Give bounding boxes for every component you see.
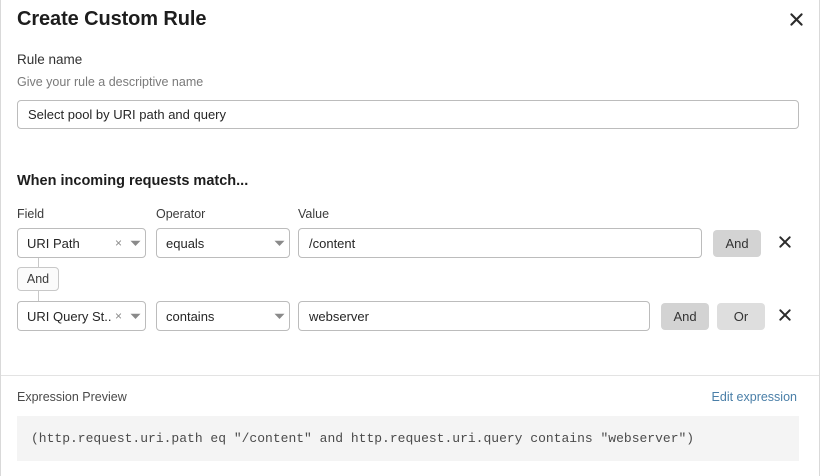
operator-select-1[interactable]: equals <box>156 228 290 258</box>
rule-name-label: Rule name <box>17 52 83 67</box>
delete-condition-button-2[interactable] <box>772 303 798 329</box>
close-dialog-button[interactable] <box>783 6 809 32</box>
clear-icon[interactable]: × <box>114 309 122 323</box>
connector-and-badge[interactable]: And <box>17 267 59 291</box>
chevron-down-icon[interactable] <box>269 240 289 247</box>
field-select-1-value: URI Path <box>27 235 80 251</box>
field-select-1[interactable]: URI Path × <box>17 228 146 258</box>
chevron-down-icon[interactable] <box>125 313 145 320</box>
close-icon <box>778 308 792 325</box>
section-divider <box>1 375 819 376</box>
rule-name-input[interactable] <box>17 100 799 129</box>
column-label-operator: Operator <box>156 207 206 221</box>
condition-row: URI Query St... × contains And Or <box>1 301 819 331</box>
chevron-down-icon[interactable] <box>125 240 145 247</box>
expression-preview-code: (http.request.uri.path eq "/content" and… <box>17 416 799 461</box>
operator-select-2[interactable]: contains <box>156 301 290 331</box>
condition-row: URI Path × equals And <box>1 228 819 258</box>
delete-condition-button-1[interactable] <box>772 230 798 256</box>
operator-select-2-value: contains <box>166 308 215 324</box>
value-input-1[interactable] <box>298 228 702 258</box>
page-title: Create Custom Rule <box>17 8 207 30</box>
and-button-1[interactable]: And <box>713 230 761 257</box>
clear-icon[interactable]: × <box>114 236 122 250</box>
chevron-down-icon[interactable] <box>269 313 289 320</box>
expression-preview-label: Expression Preview <box>17 390 127 404</box>
operator-select-1-value: equals <box>166 235 205 251</box>
close-icon <box>789 12 804 27</box>
value-input-2[interactable] <box>298 301 650 331</box>
close-icon <box>778 235 792 252</box>
field-select-2[interactable]: URI Query St... × <box>17 301 146 331</box>
column-label-field: Field <box>17 207 45 221</box>
match-section-heading: When incoming requests match... <box>17 173 249 189</box>
or-button-2[interactable]: Or <box>717 303 765 330</box>
and-button-2[interactable]: And <box>661 303 709 330</box>
rule-name-hint: Give your rule a descriptive name <box>17 75 204 89</box>
edit-expression-link[interactable]: Edit expression <box>711 390 797 404</box>
column-label-value: Value <box>298 207 330 221</box>
field-select-2-value: URI Query St... <box>27 308 112 324</box>
